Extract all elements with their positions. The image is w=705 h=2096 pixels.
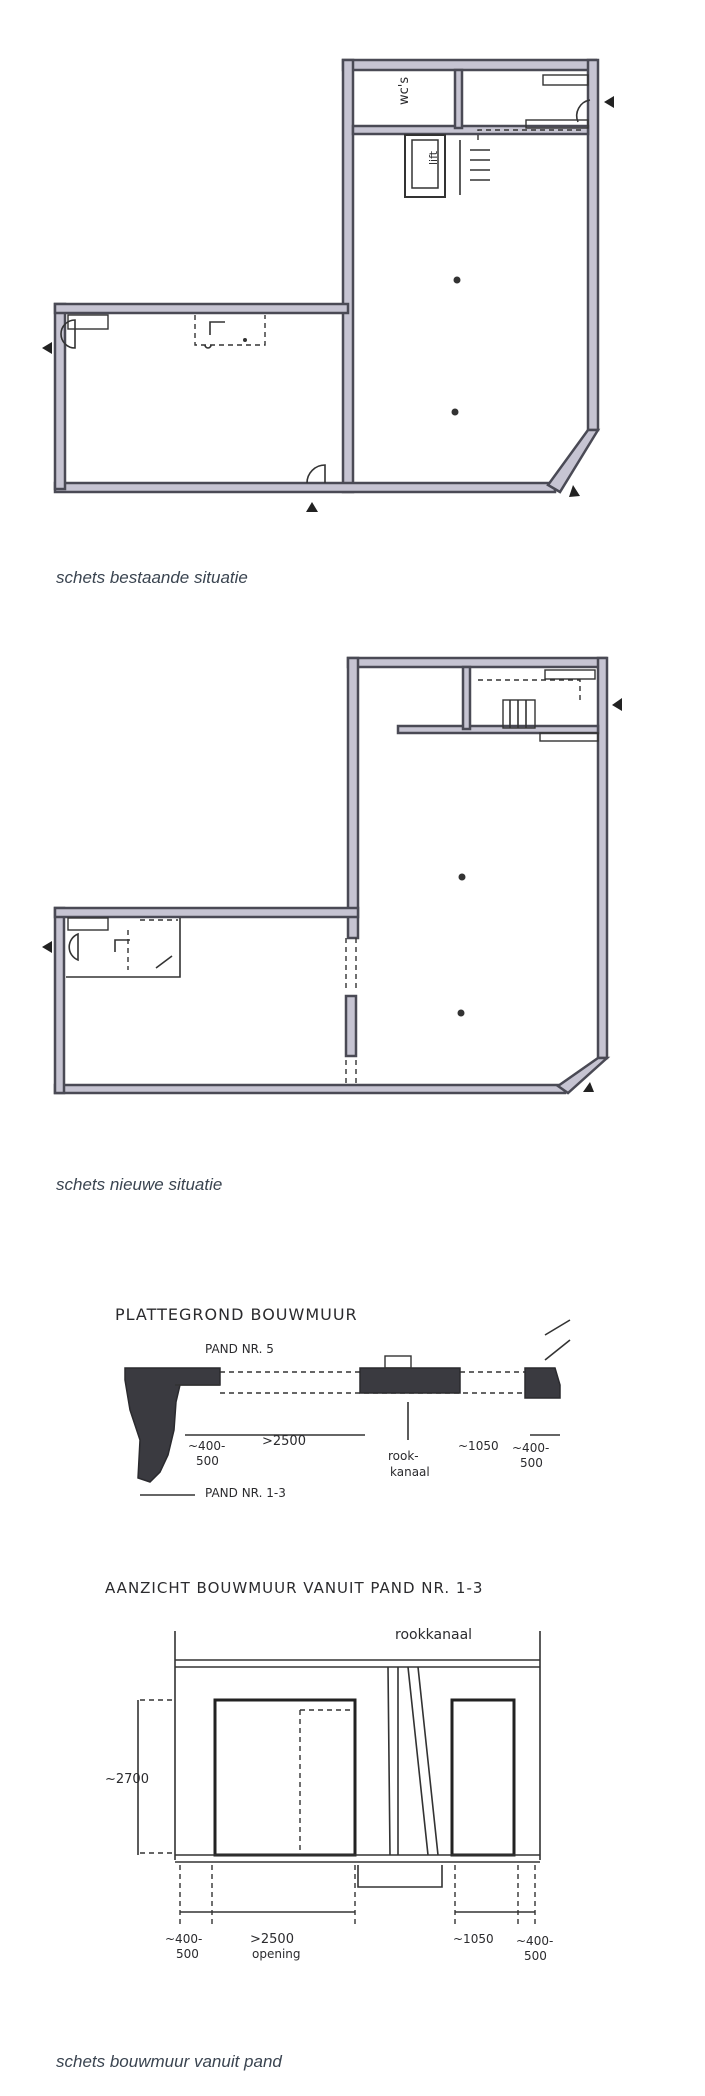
wall-elevation-detail: AANZICHT BOUWMUUR VANUIT PAND NR. 1-3 ro… bbox=[105, 1579, 553, 1963]
stair-existing bbox=[459, 129, 585, 195]
column bbox=[458, 873, 466, 881]
column bbox=[451, 408, 459, 416]
rookkanaal-b: kanaal bbox=[390, 1465, 430, 1479]
rookkanaal-a: rook- bbox=[388, 1449, 419, 1463]
dim-right-a: ~400- bbox=[512, 1441, 549, 1455]
entrance-arrow bbox=[583, 1082, 594, 1092]
column bbox=[457, 1009, 465, 1017]
stair-new bbox=[478, 679, 581, 729]
walls-new bbox=[53, 656, 611, 1095]
kitchenette bbox=[67, 314, 266, 349]
elev-dim-right-b: 500 bbox=[524, 1949, 547, 1963]
dim-left-b: 500 bbox=[196, 1454, 219, 1468]
floorplan-new bbox=[42, 656, 622, 1095]
lift-shaft: lift bbox=[404, 134, 446, 198]
entrance-arrow bbox=[569, 485, 580, 497]
chimney bbox=[387, 1666, 439, 1856]
caption-existing: schets bestaande situatie bbox=[56, 568, 248, 587]
entrance-arrow bbox=[42, 342, 52, 354]
entrance-arrow bbox=[612, 698, 622, 711]
elev-dim-right-a: ~400- bbox=[516, 1934, 553, 1948]
floorplan-existing: lift wc's bbox=[42, 58, 614, 512]
entrance-arrow bbox=[306, 502, 318, 512]
door-swing bbox=[60, 319, 76, 349]
walls-existing bbox=[53, 58, 601, 494]
caption-elevation: schets bouwmuur vanuit pand bbox=[56, 2052, 282, 2071]
removed-wall bbox=[345, 938, 357, 1085]
dim-right-gap: ~1050 bbox=[458, 1439, 499, 1453]
elev-dim-left-a: ~400- bbox=[165, 1932, 202, 1946]
entrance-arrow bbox=[604, 96, 614, 108]
rookkanaal-label: rookkanaal bbox=[395, 1627, 472, 1643]
entrance-arrow bbox=[42, 941, 52, 953]
lift-label: lift bbox=[427, 150, 440, 165]
rookkanaal-block bbox=[359, 1367, 461, 1394]
pand5-label: PAND NR. 5 bbox=[205, 1342, 274, 1356]
plattegrond-title: PLATTEGROND BOUWMUUR bbox=[115, 1305, 358, 1324]
opening-left bbox=[213, 1698, 357, 1857]
caption-new: schets nieuwe situatie bbox=[56, 1175, 223, 1194]
opening-right bbox=[450, 1698, 516, 1857]
door-swing bbox=[68, 932, 79, 962]
height-dim: ~2700 bbox=[105, 1772, 149, 1787]
elev-dim-right-gap: ~1050 bbox=[453, 1932, 494, 1946]
elev-dim-middle-b: opening bbox=[252, 1947, 301, 1961]
neighbour-wall-right bbox=[524, 1367, 561, 1399]
kitchenette-new bbox=[66, 917, 181, 978]
wall-plan-detail: PLATTEGROND BOUWMUUR PAND NR. 5 ~400- 50… bbox=[115, 1305, 571, 1500]
aanzicht-title: AANZICHT BOUWMUUR VANUIT PAND NR. 1-3 bbox=[105, 1579, 483, 1597]
dim-middle: >2500 bbox=[262, 1434, 306, 1449]
elev-dim-middle-a: >2500 bbox=[250, 1932, 294, 1947]
door-swing bbox=[306, 464, 326, 484]
door-swing bbox=[155, 955, 173, 969]
dim-left-a: ~400- bbox=[188, 1439, 225, 1453]
elev-dim-left-b: 500 bbox=[176, 1947, 199, 1961]
wc-label: wc's bbox=[397, 77, 412, 105]
column bbox=[453, 276, 461, 284]
pand13-label: PAND NR. 1-3 bbox=[205, 1486, 286, 1500]
dim-right-b: 500 bbox=[520, 1456, 543, 1470]
